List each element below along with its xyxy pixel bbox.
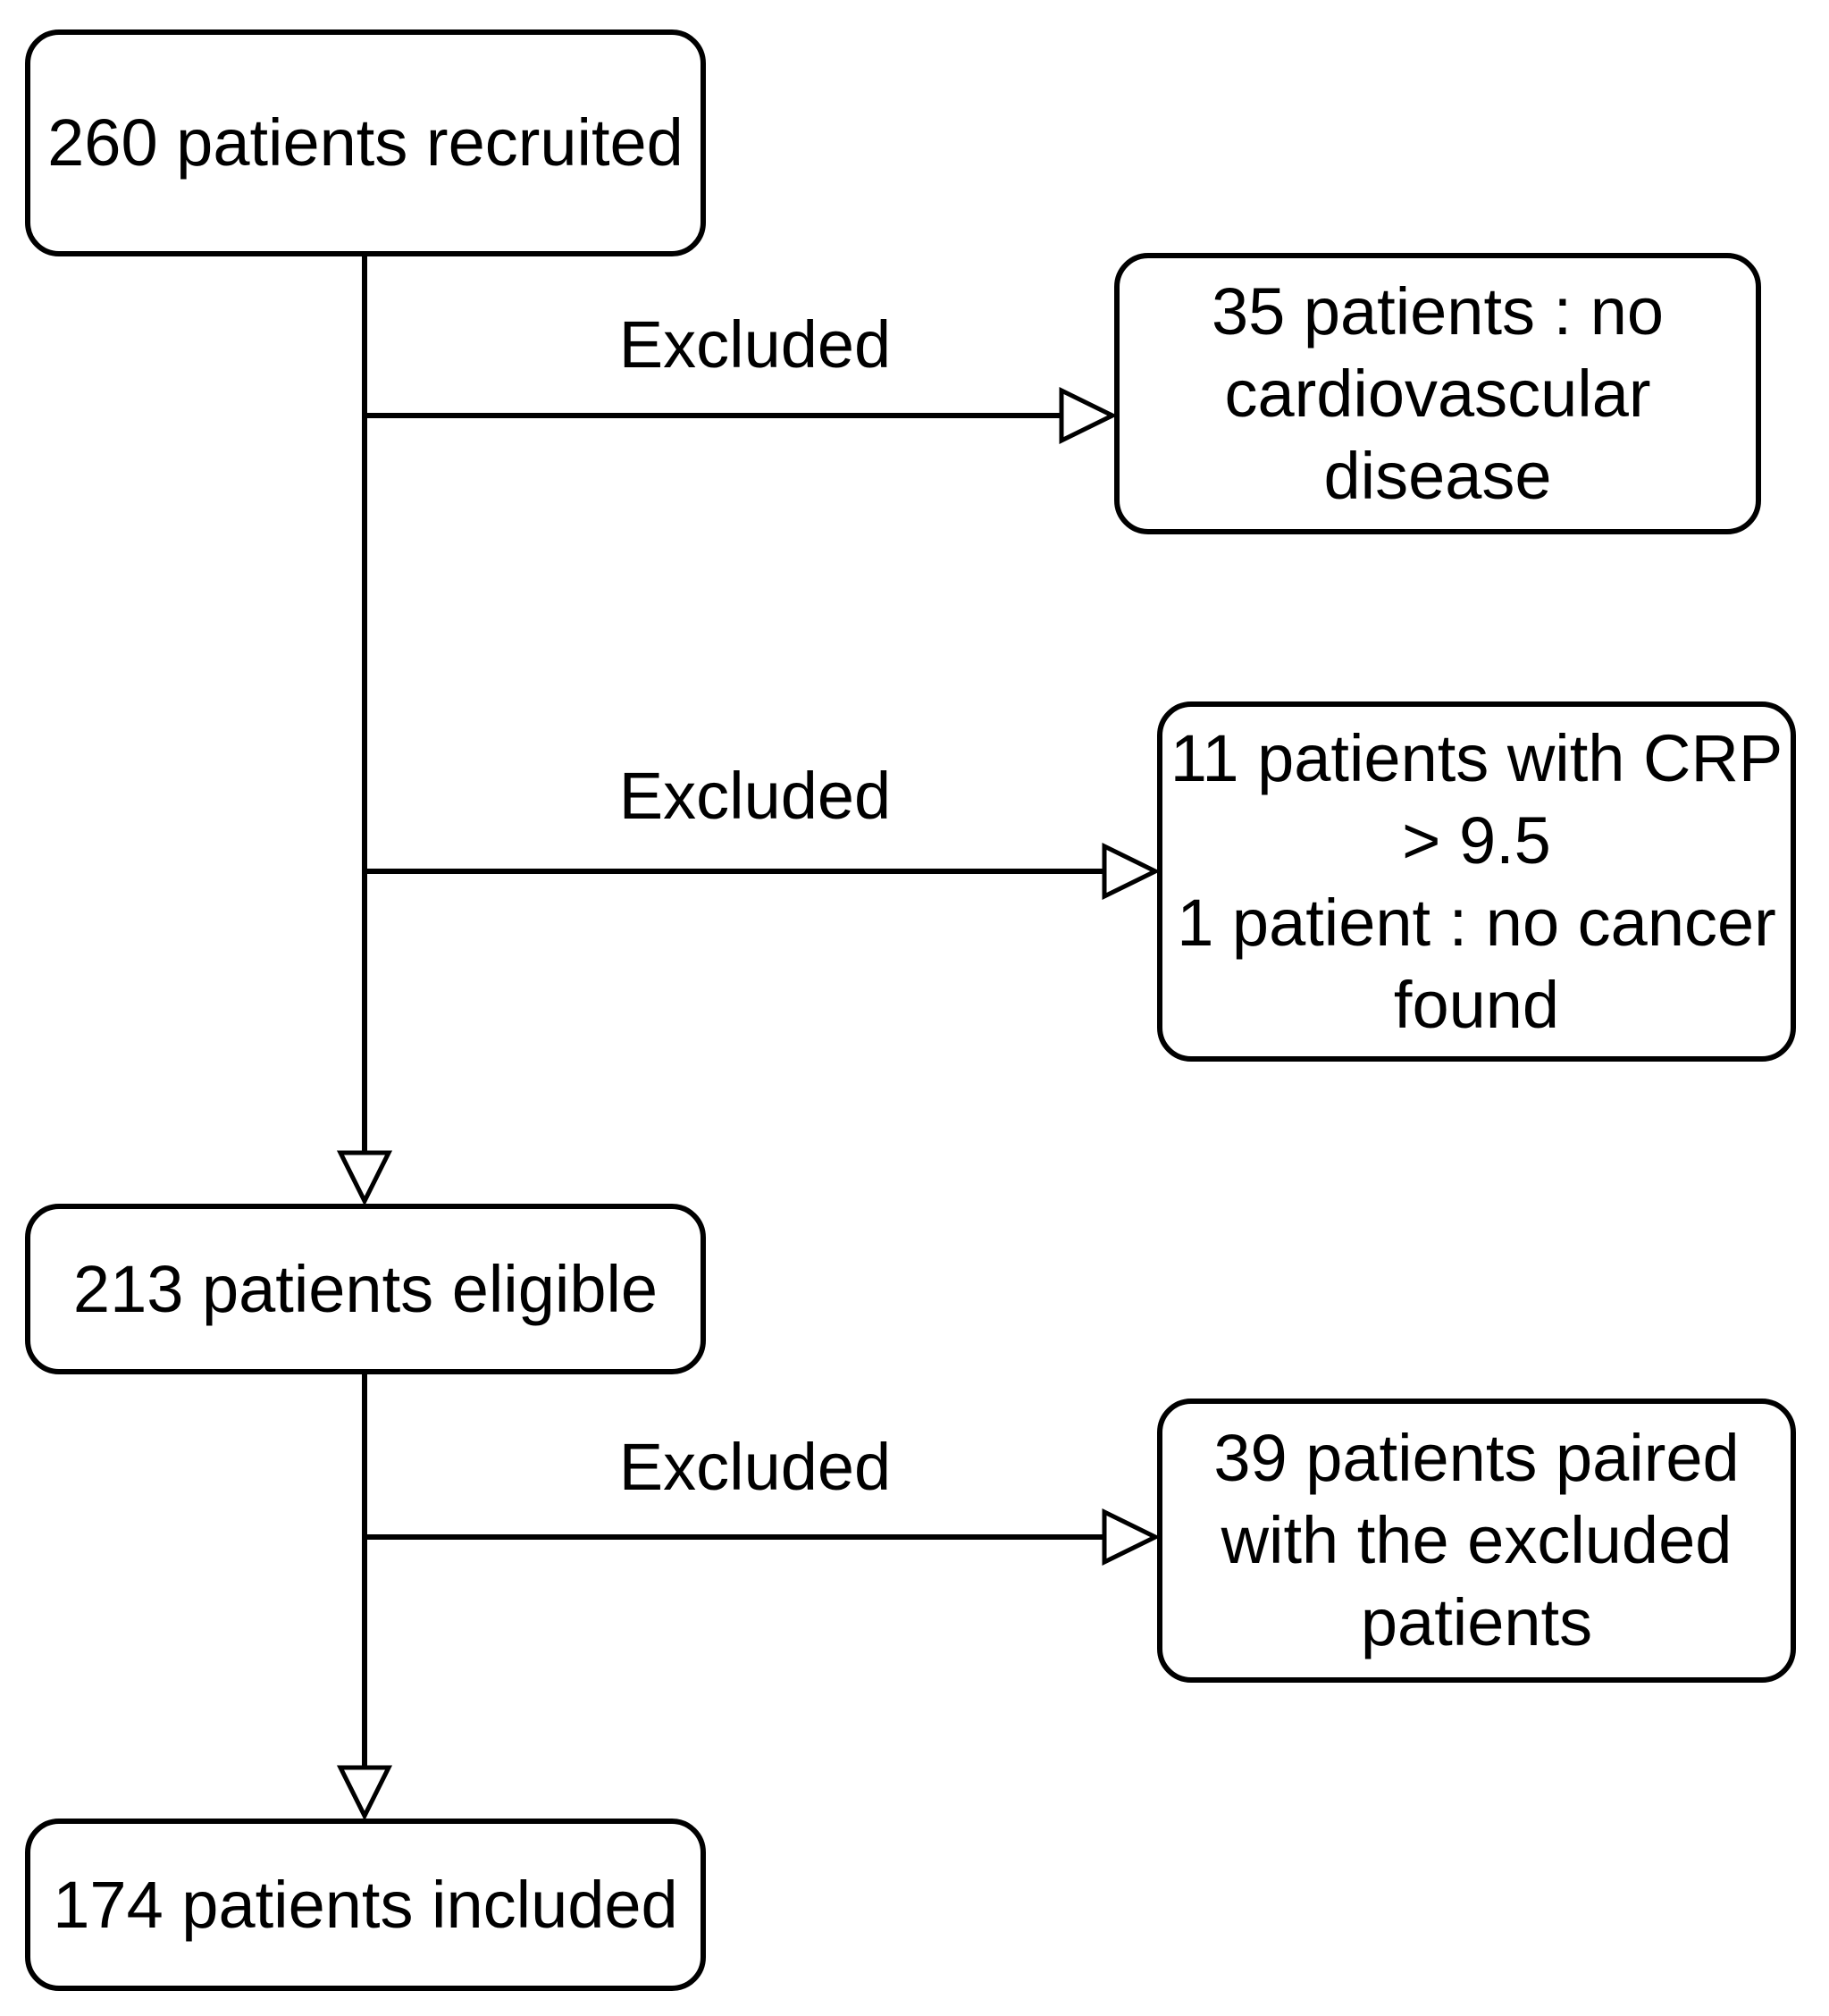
node-eligible: 213 patients eligible bbox=[25, 1204, 706, 1374]
edge-label-excluded-3: Excluded bbox=[618, 1430, 892, 1504]
arrowhead-right-2 bbox=[1102, 842, 1161, 901]
node-recruited: 260 patients recruited bbox=[25, 29, 706, 256]
node-exclusion-3-label: 39 patients paired with the excluded pat… bbox=[1213, 1421, 1740, 1659]
node-included-label: 174 patients included bbox=[53, 1867, 678, 1942]
arrow-excluded-2 bbox=[365, 842, 1161, 901]
node-exclusion-1: 35 patients : no cardiovascular disease bbox=[1114, 253, 1761, 534]
edge-label-excluded-1: Excluded bbox=[618, 307, 892, 382]
arrow-eligible-to-included bbox=[336, 1373, 393, 1821]
arrow-excluded-3 bbox=[365, 1508, 1161, 1567]
node-exclusion-2: 11 patients with CRP > 9.5 1 patient : n… bbox=[1157, 701, 1796, 1062]
arrowhead-down-2 bbox=[336, 1765, 393, 1821]
node-exclusion-1-label: 35 patients : no cardiovascular disease bbox=[1211, 273, 1665, 513]
arrowhead-right-3 bbox=[1102, 1508, 1161, 1567]
arrowhead-down-1 bbox=[336, 1150, 393, 1206]
arrowhead-right-1 bbox=[1059, 386, 1118, 445]
arrow-recruited-to-eligible bbox=[336, 255, 393, 1206]
node-exclusion-2-label-cancer: 1 patient : no cancer found bbox=[1177, 885, 1776, 1042]
node-exclusion-3: 39 patients paired with the excluded pat… bbox=[1157, 1399, 1796, 1683]
node-eligible-label: 213 patients eligible bbox=[72, 1251, 659, 1326]
node-recruited-label: 260 patients recruited bbox=[47, 105, 684, 180]
node-exclusion-2-label-crp: 11 patients with CRP > 9.5 bbox=[1170, 720, 1783, 878]
node-included: 174 patients included bbox=[25, 1819, 706, 1991]
arrow-excluded-1 bbox=[365, 386, 1118, 445]
edge-label-excluded-2: Excluded bbox=[618, 759, 892, 833]
